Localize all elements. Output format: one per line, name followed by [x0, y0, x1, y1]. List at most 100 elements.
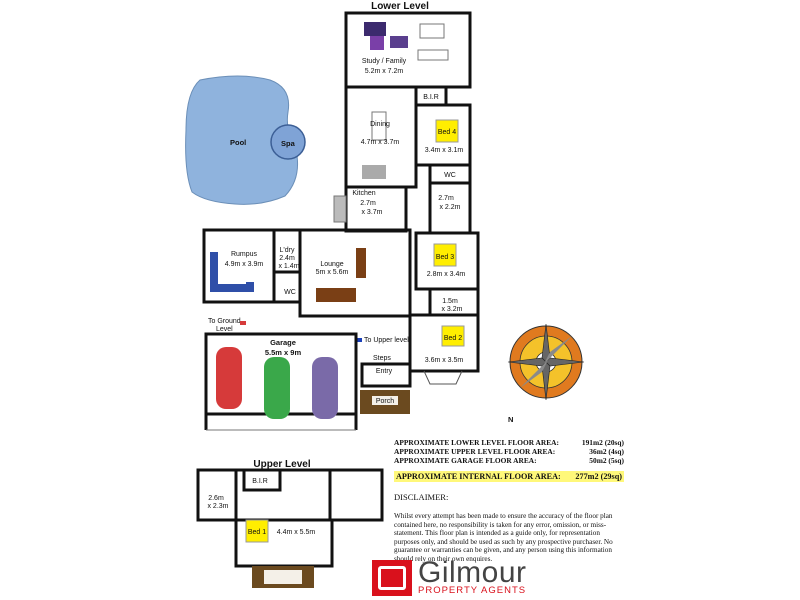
disclaimer-text: Whilst every attempt has been made to en… [394, 512, 613, 563]
area-label-lower: APPROXIMATE LOWER LEVEL FLOOR AREA: [394, 438, 559, 447]
study-dims: 5.2m x 7.2m [365, 68, 404, 75]
total-area-value: 277m2 (29sq) [575, 472, 622, 481]
laundry-dims-a: 2.4m [279, 255, 295, 262]
laundry-dims-b: x 1.4m [278, 263, 299, 270]
bir-upper-label: B.I.R [252, 478, 268, 485]
lounge-sofa-icon [316, 288, 356, 302]
total-area-row: APPROXIMATE INTERNAL FLOOR AREA: 277m2 (… [394, 471, 624, 482]
area-value-lower: 191m2 (20sq) [581, 438, 624, 447]
study-desk-icon [419, 23, 445, 39]
wc-mid [272, 270, 302, 304]
to-ground-tag [207, 316, 257, 334]
bed4-bed-icon [435, 119, 459, 143]
upper-bath-dims-b: x 2.3m [207, 503, 228, 510]
area-label-garage: APPROXIMATE GARAGE FLOOR AREA: [394, 456, 537, 465]
area-row-upper: APPROXIMATE UPPER LEVEL FLOOR AREA: 36m2… [394, 447, 624, 456]
entry-room [360, 362, 412, 388]
lower-level-title: Lower Level [371, 1, 429, 12]
garage-car-purple [312, 357, 338, 419]
logo-sub: PROPERTY AGENTS [418, 585, 527, 596]
logo-word: Gilmour [418, 556, 527, 589]
kitchen-dims-b: x 3.7m [361, 209, 382, 216]
ensuite-dims-b: x 3.2m [441, 306, 462, 313]
dining-table-icon [371, 111, 387, 141]
bir-upper [242, 468, 282, 492]
pool [185, 75, 299, 205]
wc-mid-label: WC [284, 289, 296, 296]
bed2-label: Bed 2 [444, 335, 462, 342]
spa [270, 124, 306, 160]
area-info: APPROXIMATE LOWER LEVEL FLOOR AREA: 191m… [394, 438, 624, 564]
bed4-label: Bed 4 [438, 129, 456, 136]
kitchen-bench-icon [333, 195, 347, 223]
upper-bathroom [196, 468, 238, 522]
study-bench-icon [417, 49, 449, 61]
area-row-lower: APPROXIMATE LOWER LEVEL FLOOR AREA: 191m… [394, 438, 624, 447]
to-upper-label: To Upper level [364, 337, 409, 344]
study-sofa-icon [390, 36, 408, 48]
porch-label-bg [372, 396, 398, 405]
bed2-dims: 3.6m x 3.5m [425, 357, 464, 364]
study-label: Study / Family [362, 58, 407, 65]
garage-car-green [264, 357, 290, 419]
study-chair-icon [364, 22, 386, 36]
bed3-bed-icon [433, 243, 457, 267]
garage-dims: 5.5m x 9m [265, 348, 302, 357]
upper-level-title: Upper Level [253, 459, 310, 470]
lounge-dims: 5m x 5.6m [316, 269, 349, 276]
bed2-room [408, 313, 480, 373]
bathroom-dims-b: x 2.2m [439, 204, 460, 211]
bed3-dims: 2.8m x 3.4m [427, 271, 466, 278]
bed4-dims: 3.4m x 3.1m [425, 147, 464, 154]
area-value-upper: 36m2 (4sq) [589, 447, 624, 456]
logo-mark-icon [372, 560, 412, 596]
upper-bath-dims-a: 2.6m [208, 495, 224, 502]
rumpus-dims: 4.9m x 3.9m [225, 261, 264, 268]
to-upper-arrow-icon [356, 338, 362, 342]
gilmour-logo: Gilmour PROPERTY AGENTS [372, 556, 527, 596]
rumpus-label: Rumpus [231, 251, 258, 258]
upper-balcony-door [264, 570, 302, 584]
to-ground-label-b: Level [216, 326, 233, 333]
dining-label: Dining [370, 121, 390, 128]
garage-label: Garage [270, 338, 296, 347]
to-ground-arrow-icon [240, 321, 246, 325]
compass-north-label: N [508, 415, 513, 424]
compass-icon [507, 323, 585, 401]
bed1-label: Bed 1 [248, 529, 266, 536]
bathroom-dims-a: 2.7m [438, 195, 454, 202]
bed2-bay-window [423, 370, 463, 385]
area-label-upper: APPROXIMATE UPPER LEVEL FLOOR AREA: [394, 447, 556, 456]
steps-label: Steps [373, 355, 391, 362]
pool-label: Pool [230, 138, 246, 147]
study-armchair-icon [370, 36, 384, 50]
area-value-garage: 50m2 (5sq) [589, 456, 624, 465]
lounge-label: Lounge [320, 261, 343, 268]
entry-label: Entry [376, 368, 393, 375]
bed3-label: Bed 3 [436, 254, 454, 261]
total-area-label: APPROXIMATE INTERNAL FLOOR AREA: [396, 472, 561, 481]
lounge-sofa-side-icon [356, 248, 366, 278]
to-ground-label-a: To Ground [208, 318, 241, 325]
porch-label: Porch [376, 398, 394, 405]
bed2-bed-icon [441, 325, 465, 347]
laundry-label: L'dry [280, 247, 295, 254]
bed1-bed-icon [245, 519, 269, 543]
kitchen-label: Kitchen [352, 190, 375, 197]
bir-lower-label: B.I.R [423, 94, 439, 101]
lounge-room [298, 228, 412, 318]
bed1-dims: 4.4m x 5.5m [277, 529, 316, 536]
kitchen-dims-a: 2.7m [360, 200, 376, 207]
spa-label: Spa [281, 139, 296, 148]
upper-void [328, 468, 384, 522]
kitchen-island-icon [362, 165, 386, 179]
disclaimer-heading: DISCLAIMER: [394, 492, 449, 502]
dining-dims: 4.7m x 3.7m [361, 139, 400, 146]
area-row-garage: APPROXIMATE GARAGE FLOOR AREA: 50m2 (5sq… [394, 456, 624, 465]
ensuite-dims-a: 1.5m [442, 298, 458, 305]
rumpus-sofa-icon [210, 252, 246, 292]
wc-top-label: WC [444, 172, 456, 179]
garage-car-red [216, 347, 242, 409]
rumpus-sofa-end-icon [246, 282, 254, 292]
